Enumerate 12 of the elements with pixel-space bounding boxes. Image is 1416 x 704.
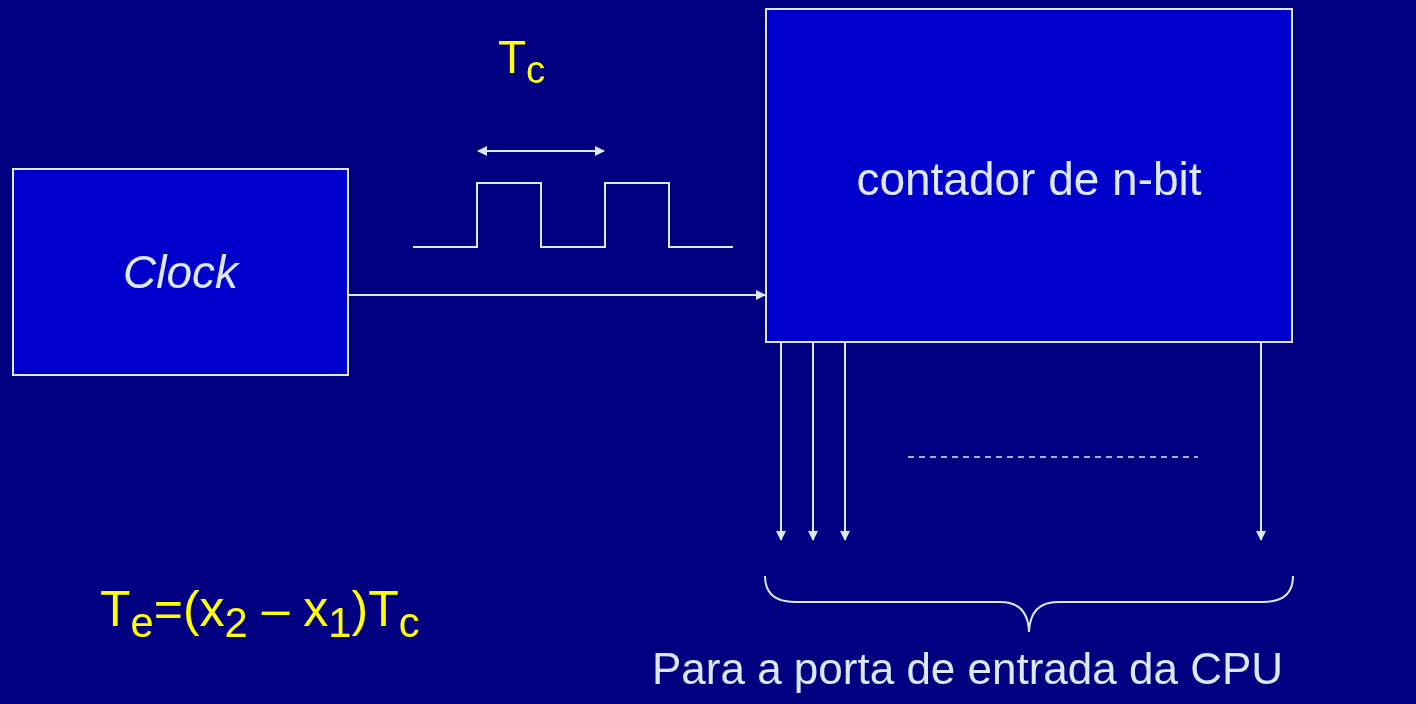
output-label: Para a porta de entrada da CPU bbox=[652, 644, 1284, 694]
process-box bbox=[765, 8, 1293, 343]
arrow bbox=[808, 342, 818, 541]
process-box bbox=[12, 168, 349, 376]
box-label: Clock bbox=[123, 245, 238, 299]
arrow bbox=[348, 290, 766, 300]
arrow bbox=[776, 342, 786, 541]
period-label: T$_{c}$ bbox=[498, 30, 546, 93]
arrow bbox=[840, 342, 850, 541]
arrow bbox=[1256, 342, 1266, 541]
box-label: contador de n-bit bbox=[856, 152, 1202, 206]
formula: T$_{e}$=(x$_{2}$ – x$_{1}$)T$_{c}$ bbox=[100, 580, 420, 647]
